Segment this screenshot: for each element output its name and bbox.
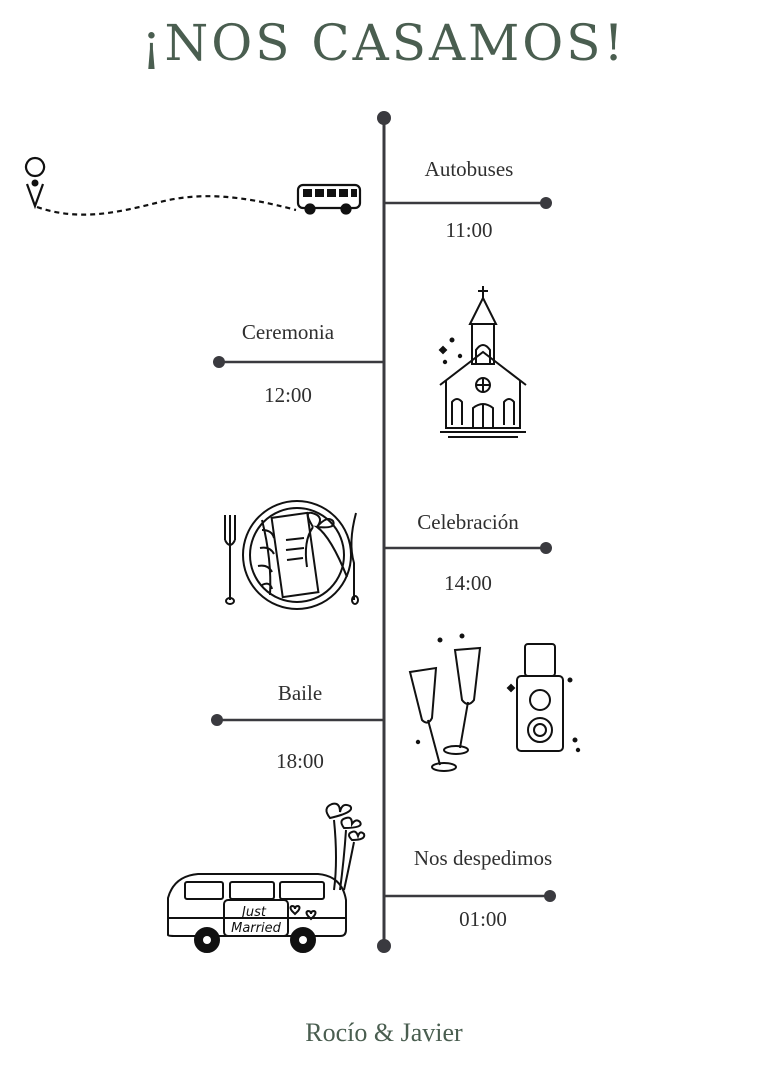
branch-autobuses (384, 197, 552, 209)
branch-celebracion (384, 542, 552, 554)
event-label-celebracion: Celebración (417, 510, 519, 534)
van-text-line1: Just (239, 905, 267, 920)
place-setting-icon (224, 500, 359, 610)
branch-baile (211, 714, 384, 726)
bus-route-icon (24, 156, 362, 216)
event-time-celebracion: 14:00 (444, 571, 492, 595)
event-label-autobuses: Autobuses (424, 157, 514, 181)
page-title: ¡NOS CASAMOS! (141, 14, 627, 72)
event-time-baile: 18:00 (276, 749, 324, 773)
couple-names: Rocío & Javier (305, 1018, 463, 1047)
event-label-despedida: Nos despedimos (413, 846, 553, 870)
timeline-axis (377, 111, 391, 953)
branch-despedida (384, 890, 556, 902)
branch-ceremonia (213, 356, 384, 368)
church-icon (438, 286, 527, 438)
event-time-despedida: 01:00 (459, 907, 507, 931)
champagne-camera-icon (408, 633, 581, 772)
van-text-line2: Married (231, 921, 281, 936)
event-time-ceremonia: 12:00 (264, 383, 312, 407)
event-time-autobuses: 11:00 (445, 218, 493, 242)
just-married-van-icon: Just Married (167, 802, 366, 953)
event-label-baile: Baile (277, 681, 323, 705)
event-label-ceremonia: Ceremonia (241, 320, 335, 344)
